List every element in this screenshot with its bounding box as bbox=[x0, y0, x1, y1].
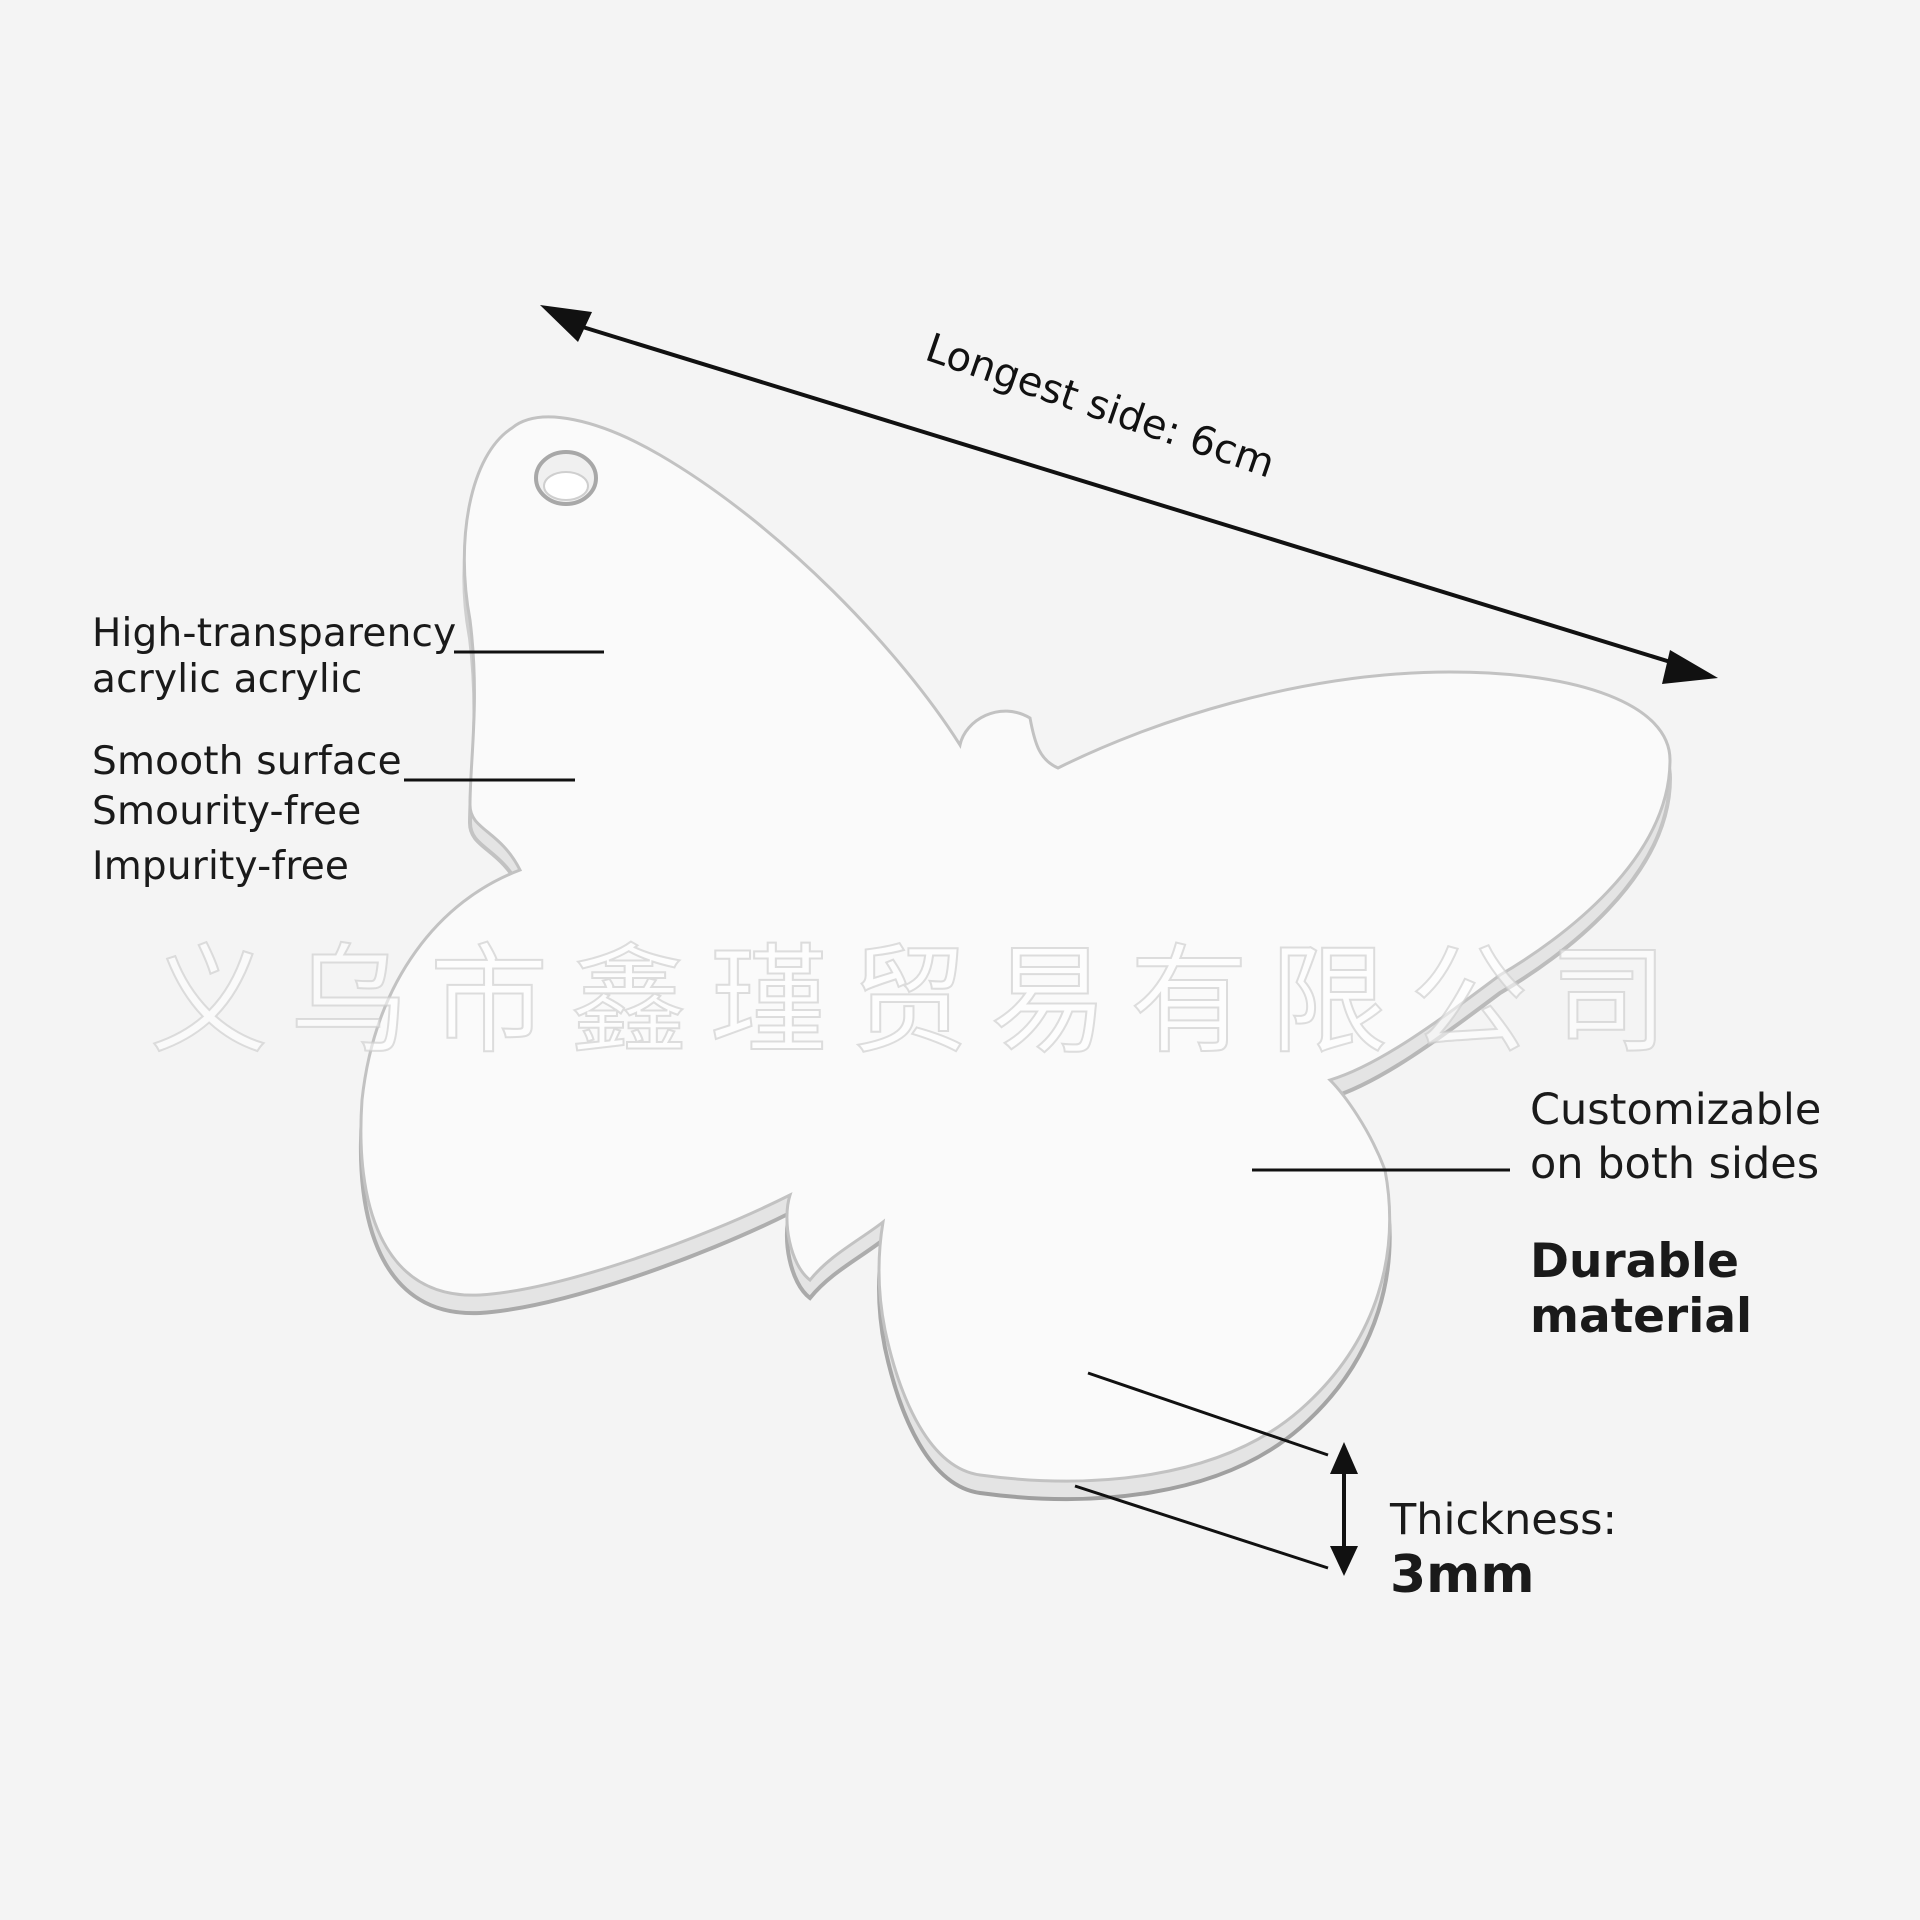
longest-side-arrowhead-left-icon bbox=[540, 305, 592, 342]
thickness-arrowhead-down-icon bbox=[1330, 1546, 1358, 1576]
feature-acrylic: acrylic acrylic bbox=[92, 657, 363, 702]
thickness-arrowhead-up-icon bbox=[1330, 1442, 1358, 1474]
feature-smooth-surface: Smooth surface bbox=[92, 739, 402, 784]
feature-smourity-free: Smourity-free bbox=[92, 789, 362, 834]
feature-durable: Durable bbox=[1530, 1234, 1739, 1289]
feature-high-transparency: High-transparency bbox=[92, 611, 457, 656]
watermark-text: 义乌市鑫瑾贸易有限公司 bbox=[149, 931, 1691, 1071]
longest-side-arrowhead-right-icon bbox=[1662, 650, 1718, 684]
thickness-label: Thickness: bbox=[1390, 1495, 1618, 1545]
feature-material: material bbox=[1530, 1289, 1753, 1344]
butterfly-face bbox=[359, 415, 1672, 1483]
feature-impurity-free: Impurity-free bbox=[92, 844, 350, 889]
thickness-value: 3mm bbox=[1390, 1545, 1535, 1605]
feature-both-sides: on both sides bbox=[1530, 1139, 1820, 1189]
feature-customizable: Customizable bbox=[1530, 1085, 1822, 1135]
thickness-line-bottom bbox=[1074, 1484, 1329, 1570]
thickness-line-top bbox=[1087, 1371, 1329, 1457]
hanging-hole-inner bbox=[543, 471, 589, 501]
longest-side-arrow-line bbox=[559, 318, 1691, 670]
